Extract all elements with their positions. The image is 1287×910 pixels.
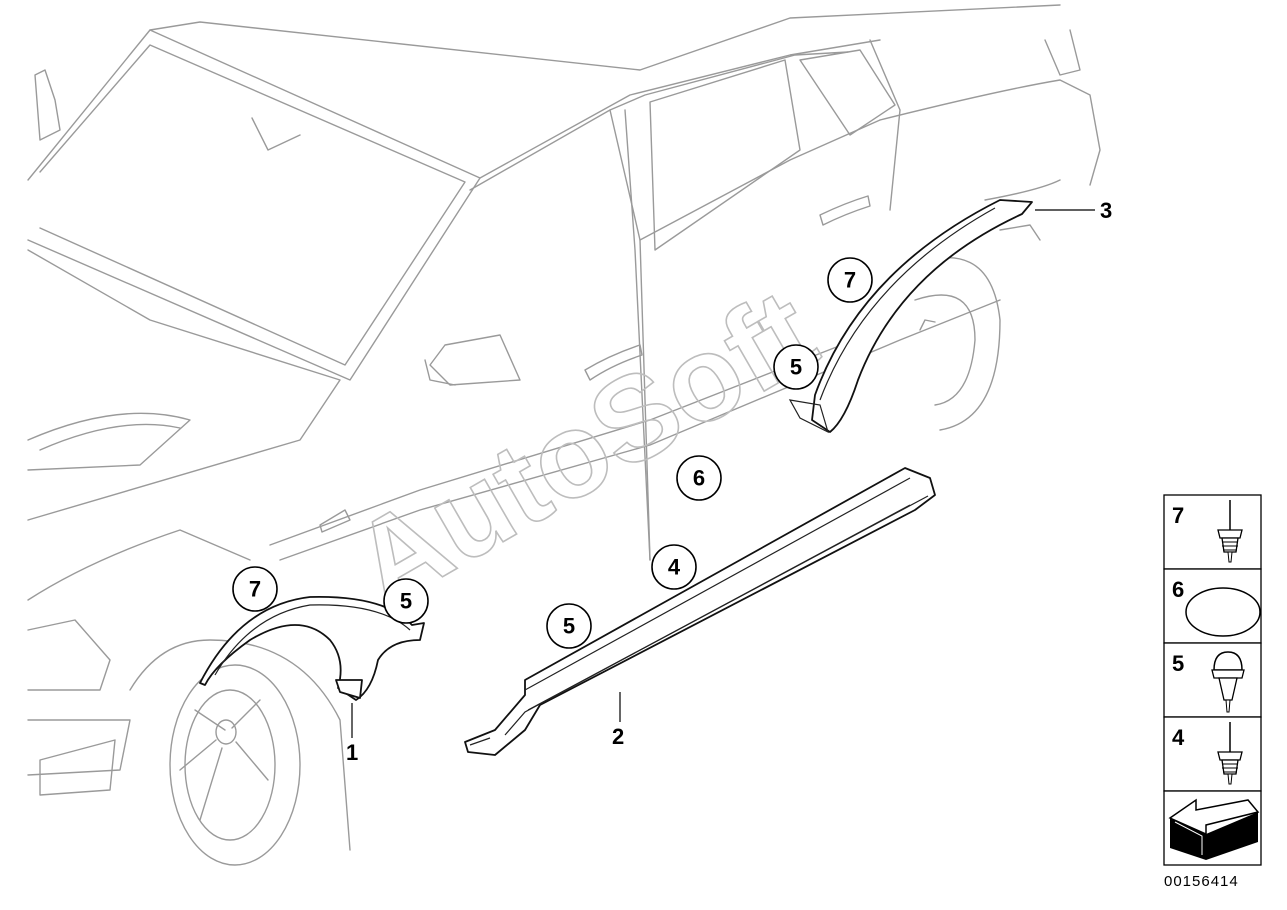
svg-text:5: 5 — [790, 355, 802, 380]
callout-1: 1 — [346, 740, 358, 765]
leader-lines — [351, 209, 1095, 738]
legend-row-6: 6 — [1163, 568, 1262, 644]
svg-text:6: 6 — [1172, 577, 1184, 602]
callout-3: 3 — [1100, 198, 1112, 223]
svg-text:7: 7 — [1172, 503, 1184, 528]
direction-arrow-icon — [1168, 798, 1260, 860]
svg-text:7: 7 — [249, 577, 261, 602]
expanding-rivet-icon — [1217, 500, 1243, 563]
part-rear-wheel-arch-trim — [788, 199, 1033, 434]
part-side-sill — [464, 467, 936, 756]
callout-circle-7-front: 7 — [232, 566, 278, 612]
legend-row-arrow — [1163, 790, 1262, 866]
callout-circle-4: 4 — [651, 544, 697, 590]
round-pad-icon — [1185, 587, 1261, 637]
callout-circle-5-front: 5 — [383, 578, 429, 624]
svg-text:5: 5 — [1172, 651, 1184, 676]
legend-row-5: 5 — [1163, 642, 1262, 718]
callout-circle-5-rear: 5 — [773, 344, 819, 390]
legend-row-7: 7 — [1163, 494, 1262, 570]
callout-circle-6: 6 — [676, 455, 722, 501]
car-outline — [27, 4, 1101, 866]
callout-circle-5-sill: 5 — [546, 603, 592, 649]
svg-text:5: 5 — [563, 614, 575, 639]
expanding-rivet-icon — [1217, 722, 1243, 785]
legend-row-4: 4 — [1163, 716, 1262, 792]
svg-text:4: 4 — [668, 555, 681, 580]
svg-text:7: 7 — [844, 268, 856, 293]
fastener-legend: 7 6 5 — [1163, 494, 1262, 866]
svg-text:5: 5 — [400, 589, 412, 614]
callout-circle-7-rear: 7 — [827, 257, 873, 303]
push-clip-icon — [1211, 651, 1245, 713]
svg-text:4: 4 — [1172, 725, 1185, 750]
part-front-wheel-arch-trim — [199, 596, 425, 701]
callout-2: 2 — [612, 724, 624, 749]
document-number: 00156414 — [1164, 873, 1239, 890]
svg-text:6: 6 — [693, 466, 705, 491]
callouts: 3 1 2 7 5 6 4 5 7 5 — [232, 198, 1112, 765]
